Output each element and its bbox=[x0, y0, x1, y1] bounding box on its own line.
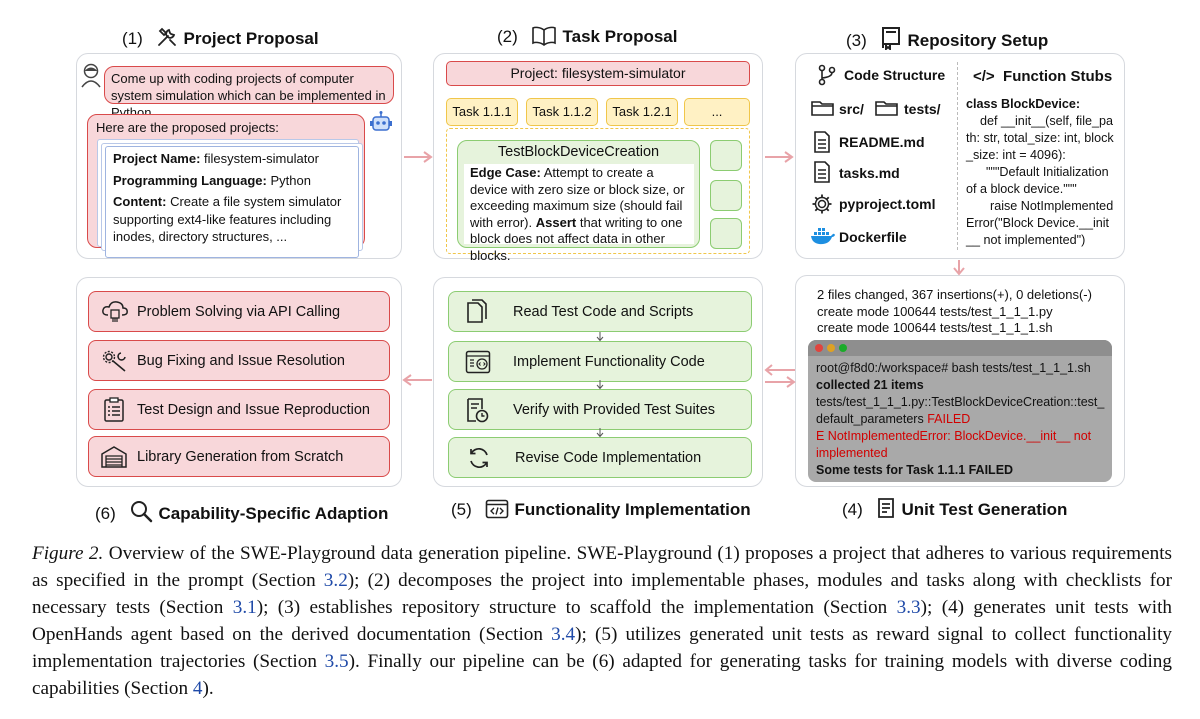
capability-test-design: Test Design and Issue Reproduction bbox=[88, 389, 390, 430]
function-stub-code: class BlockDevice: def __init__(self, fi… bbox=[966, 97, 1114, 247]
reply-intro: Here are the proposed projects: bbox=[96, 120, 279, 135]
terminal-output: root@f8d0:/workspace# bash tests/test_1_… bbox=[816, 361, 1105, 477]
step-verify-tests: Verify with Provided Test Suites bbox=[448, 389, 752, 430]
section-title-2: (2) Task Proposal bbox=[497, 26, 677, 51]
clipboard-icon bbox=[103, 397, 125, 428]
git-diff-summary: 2 files changed, 367 insertions(+), 0 de… bbox=[817, 287, 1092, 335]
section-title-5: (5) Functionality Implementation bbox=[451, 499, 751, 524]
terminal-titlebar bbox=[808, 340, 1112, 356]
readme-label: README.md bbox=[839, 134, 925, 150]
section-title-6: (6) Capability-Specific Adaption bbox=[95, 499, 388, 528]
close-dot-icon bbox=[815, 344, 823, 352]
task-chip: Task 1.1.2 bbox=[526, 98, 598, 126]
tests-folder-label: tests/ bbox=[904, 101, 941, 117]
task-chip: Task 1.1.1 bbox=[446, 98, 518, 126]
function-stubs-title: </> Function Stubs bbox=[973, 68, 1113, 85]
minimize-dot-icon bbox=[827, 344, 835, 352]
terminal-window: root@f8d0:/workspace# bash tests/test_1_… bbox=[808, 340, 1112, 482]
tasks-md-label: tasks.md bbox=[839, 165, 900, 181]
test-class-name: TestBlockDeviceCreation bbox=[497, 144, 660, 160]
step-read-tests: Read Test Code and Scripts bbox=[448, 291, 752, 332]
code-structure-label: Code Structure bbox=[844, 67, 946, 83]
docker-icon bbox=[810, 226, 836, 251]
test-checklist: Edge Case: Attempt to create a device wi… bbox=[464, 164, 694, 263]
capability-library-generation: Library Generation from Scratch bbox=[88, 436, 390, 477]
test-placeholder-box bbox=[710, 140, 742, 171]
code-file-icon bbox=[465, 350, 491, 379]
robot-icon bbox=[368, 110, 394, 139]
capability-bug-fixing: Bug Fixing and Issue Resolution bbox=[88, 340, 390, 381]
code-window-icon bbox=[485, 499, 509, 524]
book-icon bbox=[531, 26, 557, 51]
flow-arrow-1-2 bbox=[404, 151, 433, 163]
document-icon bbox=[813, 131, 831, 158]
pyproject-label: pyproject.toml bbox=[839, 196, 936, 212]
section-title-3: (3) Repository Setup bbox=[846, 26, 1048, 55]
src-folder-label: src/ bbox=[839, 101, 864, 117]
cloud-api-icon bbox=[101, 300, 129, 329]
folder-icon bbox=[875, 99, 899, 122]
flow-arrow-3-4 bbox=[953, 260, 965, 276]
tools-icon bbox=[156, 26, 178, 53]
warehouse-icon bbox=[101, 446, 127, 473]
flow-arrow-2-3 bbox=[765, 151, 794, 163]
section-title-1: (1) Project Proposal bbox=[122, 26, 319, 53]
code-brackets-icon: </> bbox=[973, 68, 995, 85]
section-title-4: (4) Unit Test Generation bbox=[842, 497, 1067, 524]
user-prompt-bubble: Come up with coding projects of computer… bbox=[104, 66, 394, 120]
checklist-icon bbox=[876, 497, 896, 524]
document-clock-icon bbox=[465, 397, 489, 428]
gear-icon bbox=[811, 193, 833, 220]
repository-setup-panel bbox=[795, 53, 1125, 259]
branch-icon bbox=[818, 64, 836, 91]
down-arrow-icon bbox=[596, 332, 604, 342]
task-expansion-frame bbox=[446, 128, 750, 254]
test-placeholder-box bbox=[710, 180, 742, 211]
refresh-icon bbox=[467, 446, 491, 475]
maximize-dot-icon bbox=[839, 344, 847, 352]
task-chip: Task 1.2.1 bbox=[606, 98, 678, 126]
folder-icon bbox=[811, 99, 835, 122]
test-placeholder-box bbox=[710, 218, 742, 249]
step-revise-code: Revise Code Implementation bbox=[448, 437, 752, 478]
user-avatar-icon bbox=[79, 62, 103, 93]
repository-icon bbox=[880, 26, 902, 55]
flow-arrow-5-6 bbox=[402, 374, 432, 386]
test-class-box: TestBlockDeviceCreation Edge Case: Attem… bbox=[457, 140, 700, 263]
assistant-reply-bubble: Here are the proposed projects: Project … bbox=[87, 114, 365, 258]
figure-caption: Figure 2. Overview of the SWE-Playground… bbox=[32, 543, 1173, 699]
panel-divider bbox=[957, 62, 958, 250]
step-implement-code: Implement Functionality Code bbox=[448, 341, 752, 382]
magnifier-icon bbox=[129, 499, 153, 528]
down-arrow-icon bbox=[596, 380, 604, 390]
capability-api-calling: Problem Solving via API Calling bbox=[88, 291, 390, 332]
wrench-gears-icon bbox=[101, 349, 129, 378]
project-card: Project Name: filesystem-simulator Progr… bbox=[105, 146, 359, 258]
flow-arrow-4-5-bidirectional bbox=[764, 364, 796, 388]
dockerfile-label: Dockerfile bbox=[839, 229, 907, 245]
project-header: Project: filesystem-simulator bbox=[446, 61, 750, 86]
down-arrow-icon bbox=[596, 428, 604, 438]
document-icon bbox=[813, 161, 831, 188]
task-chip: ... bbox=[684, 98, 750, 126]
copy-files-icon bbox=[465, 299, 489, 330]
